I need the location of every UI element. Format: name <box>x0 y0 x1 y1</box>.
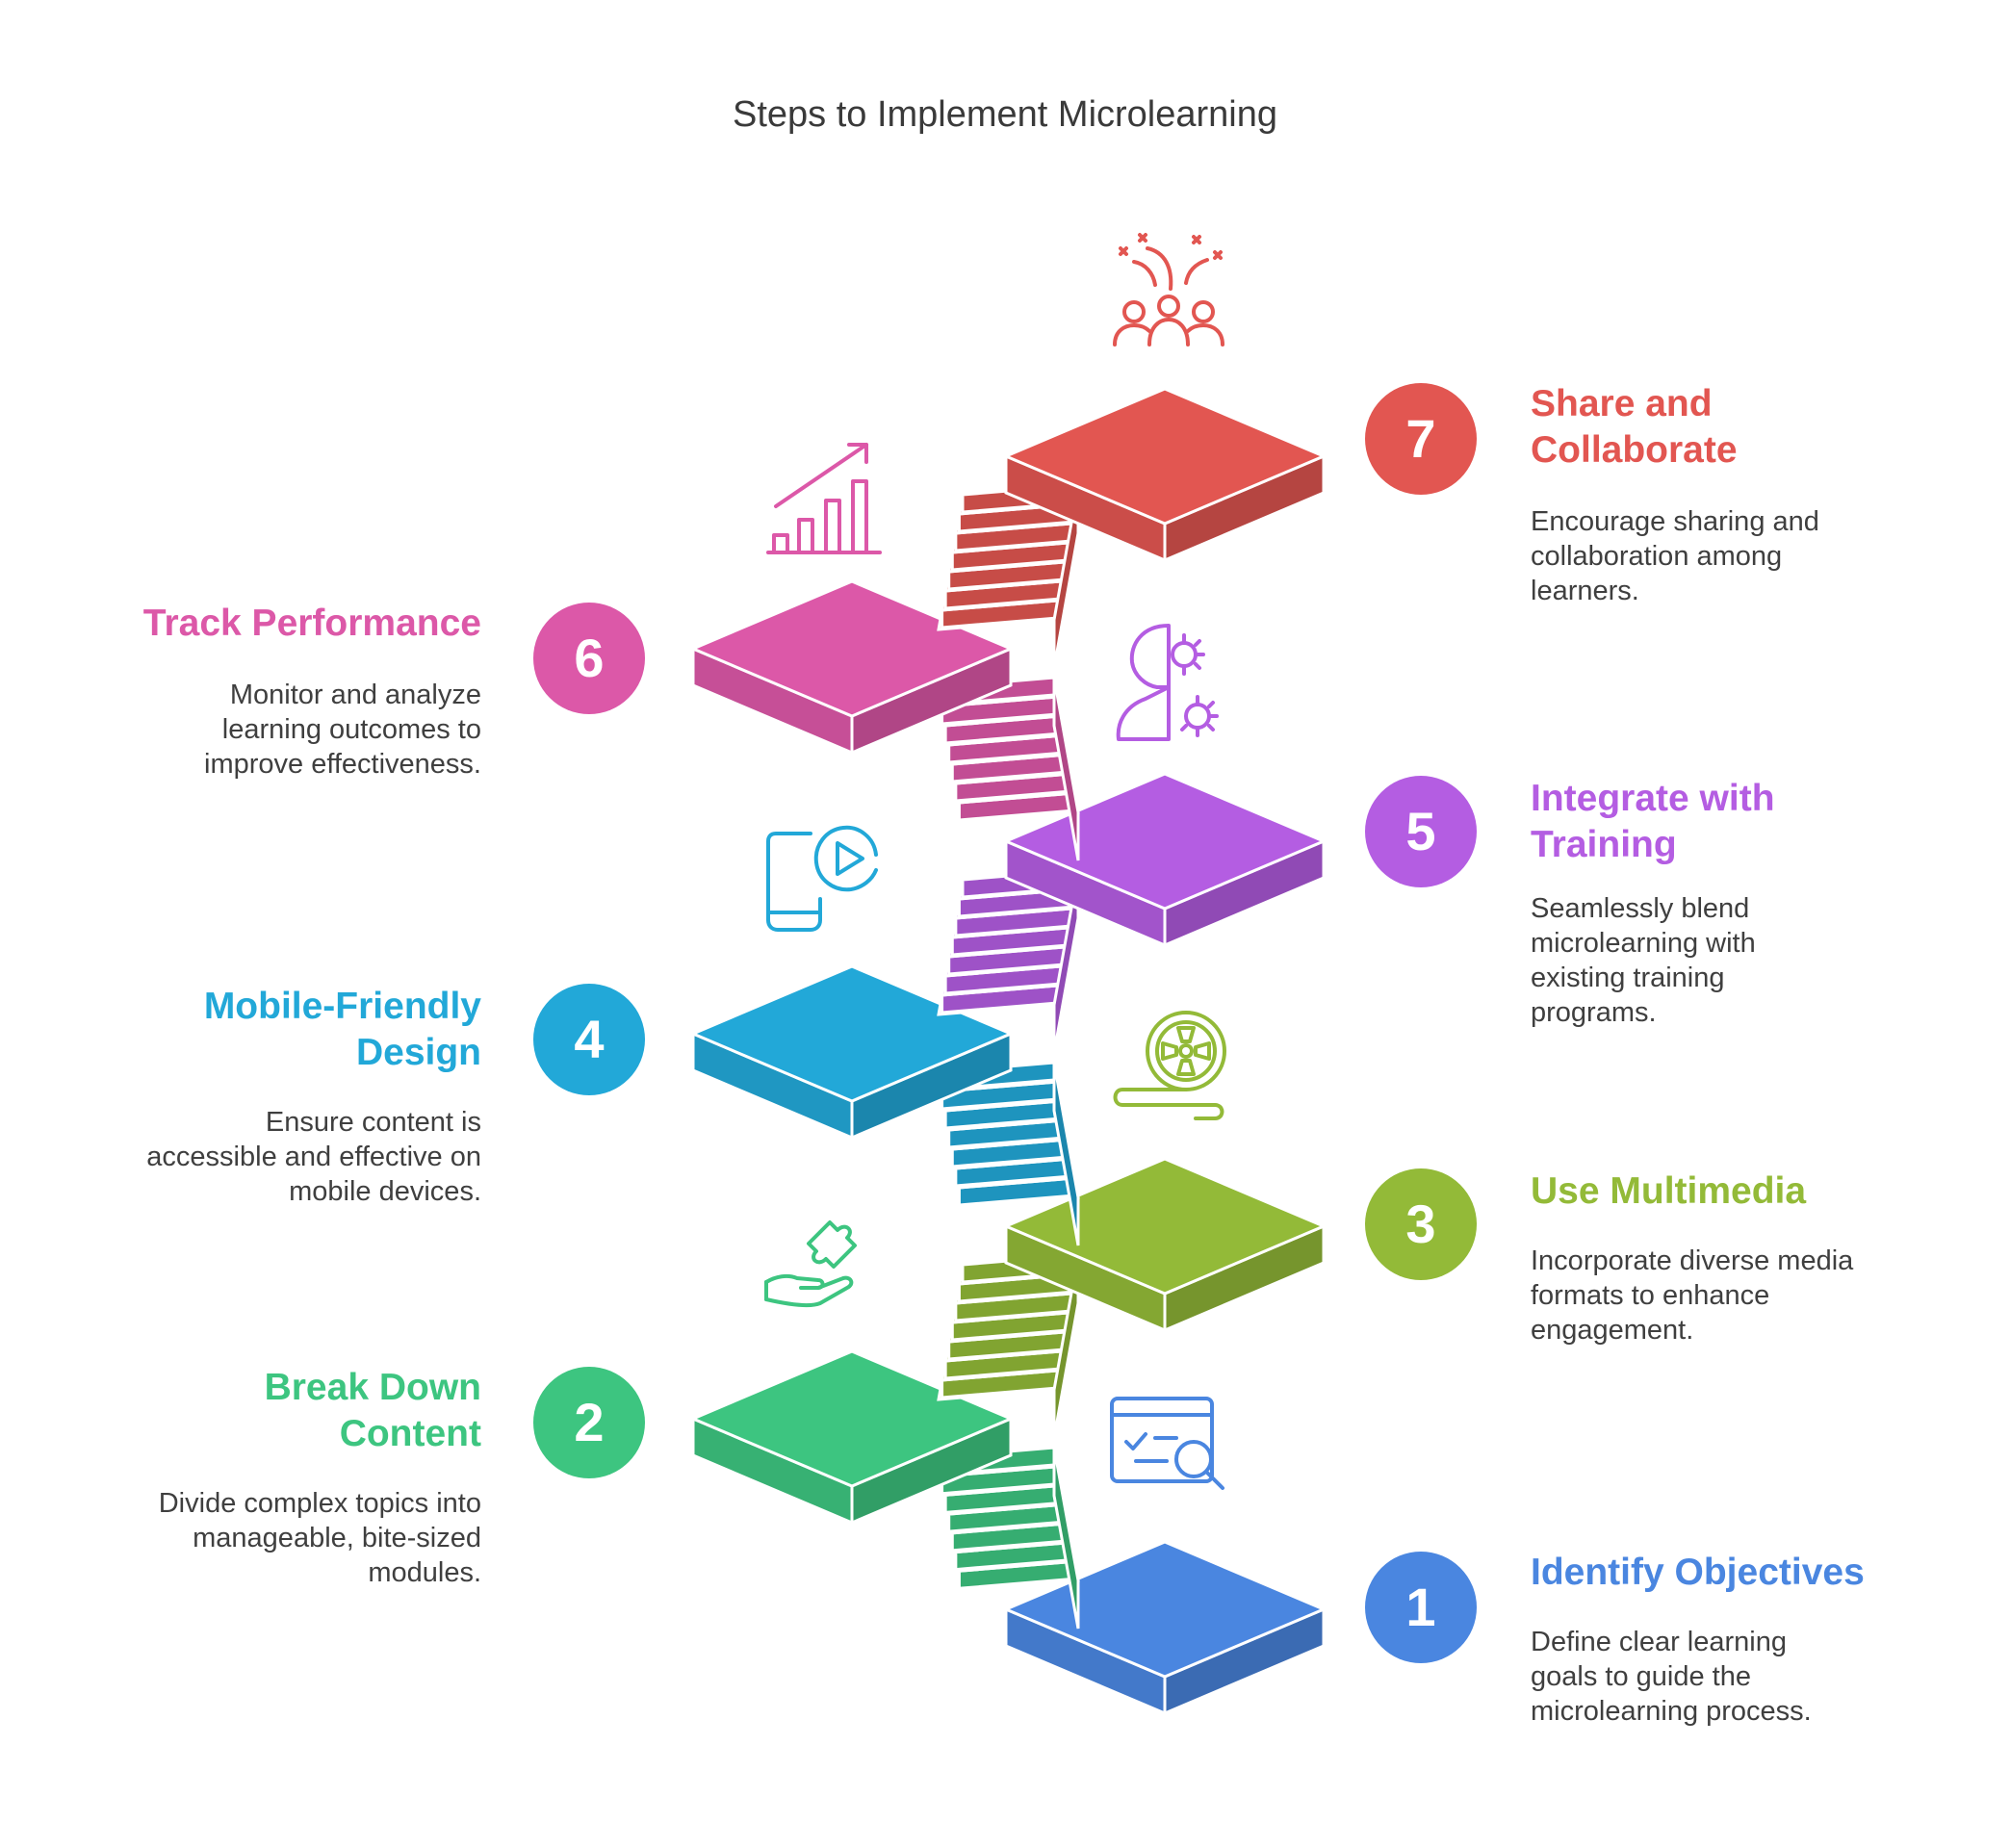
step-2-badge: 2 <box>533 1367 645 1478</box>
platform-2 <box>691 1349 1013 1526</box>
step-6-badge: 6 <box>533 603 645 714</box>
step-7-badge: 7 <box>1365 383 1477 495</box>
platform-6 <box>691 579 1013 756</box>
step-4-title: Mobile-Friendly Design <box>203 986 481 1073</box>
stair-flight-4 <box>937 868 1080 1054</box>
platform-1 <box>1004 1540 1326 1716</box>
platform-4 <box>691 964 1013 1141</box>
checklist-magnifier-icon <box>1107 1394 1232 1500</box>
stair-flight-5 <box>937 676 1080 861</box>
step-5-description: Seamlessly blend microlearning with exis… <box>1531 893 1756 1028</box>
platform-3 <box>1004 1157 1326 1333</box>
step-2-title: Break Down Content <box>264 1367 481 1454</box>
film-reel-icon <box>1109 1005 1234 1130</box>
puzzle-hand-icon <box>762 1205 878 1321</box>
team-celebration-icon <box>1111 229 1236 354</box>
step-3-description: Incorporate diverse media formats to enh… <box>1531 1245 1854 1346</box>
step-1-title: Identify Objectives <box>1531 1552 1865 1593</box>
stair-flight-6 <box>937 483 1080 669</box>
step-6-description: Monitor and analyze learning outcomes to… <box>204 680 481 780</box>
step-7-title: Share and Collaborate <box>1531 383 1738 471</box>
step-5-badge: 5 <box>1365 776 1477 887</box>
platform-7 <box>1004 387 1326 563</box>
step-2-description: Divide complex topics into manageable, b… <box>158 1488 481 1588</box>
page-title: Steps to Implement Microlearning <box>732 94 1278 135</box>
growth-chart-icon <box>764 439 889 564</box>
step-1-badge: 1 <box>1365 1552 1477 1663</box>
step-5-title: Integrate with Training <box>1531 778 1775 865</box>
head-gears-icon <box>1107 620 1232 745</box>
mobile-video-icon <box>762 822 888 937</box>
step-3-badge: 3 <box>1365 1168 1477 1280</box>
step-3-title: Use Multimedia <box>1531 1170 1807 1212</box>
step-4-description: Ensure content is accessible and effecti… <box>146 1107 481 1207</box>
platform-5 <box>1004 772 1326 948</box>
step-6-title: Track Performance <box>142 603 481 644</box>
step-4-badge: 4 <box>533 984 645 1095</box>
step-1-description: Define clear learning goals to guide the… <box>1531 1627 1812 1727</box>
step-7-description: Encourage sharing and collaboration amon… <box>1531 506 1819 606</box>
